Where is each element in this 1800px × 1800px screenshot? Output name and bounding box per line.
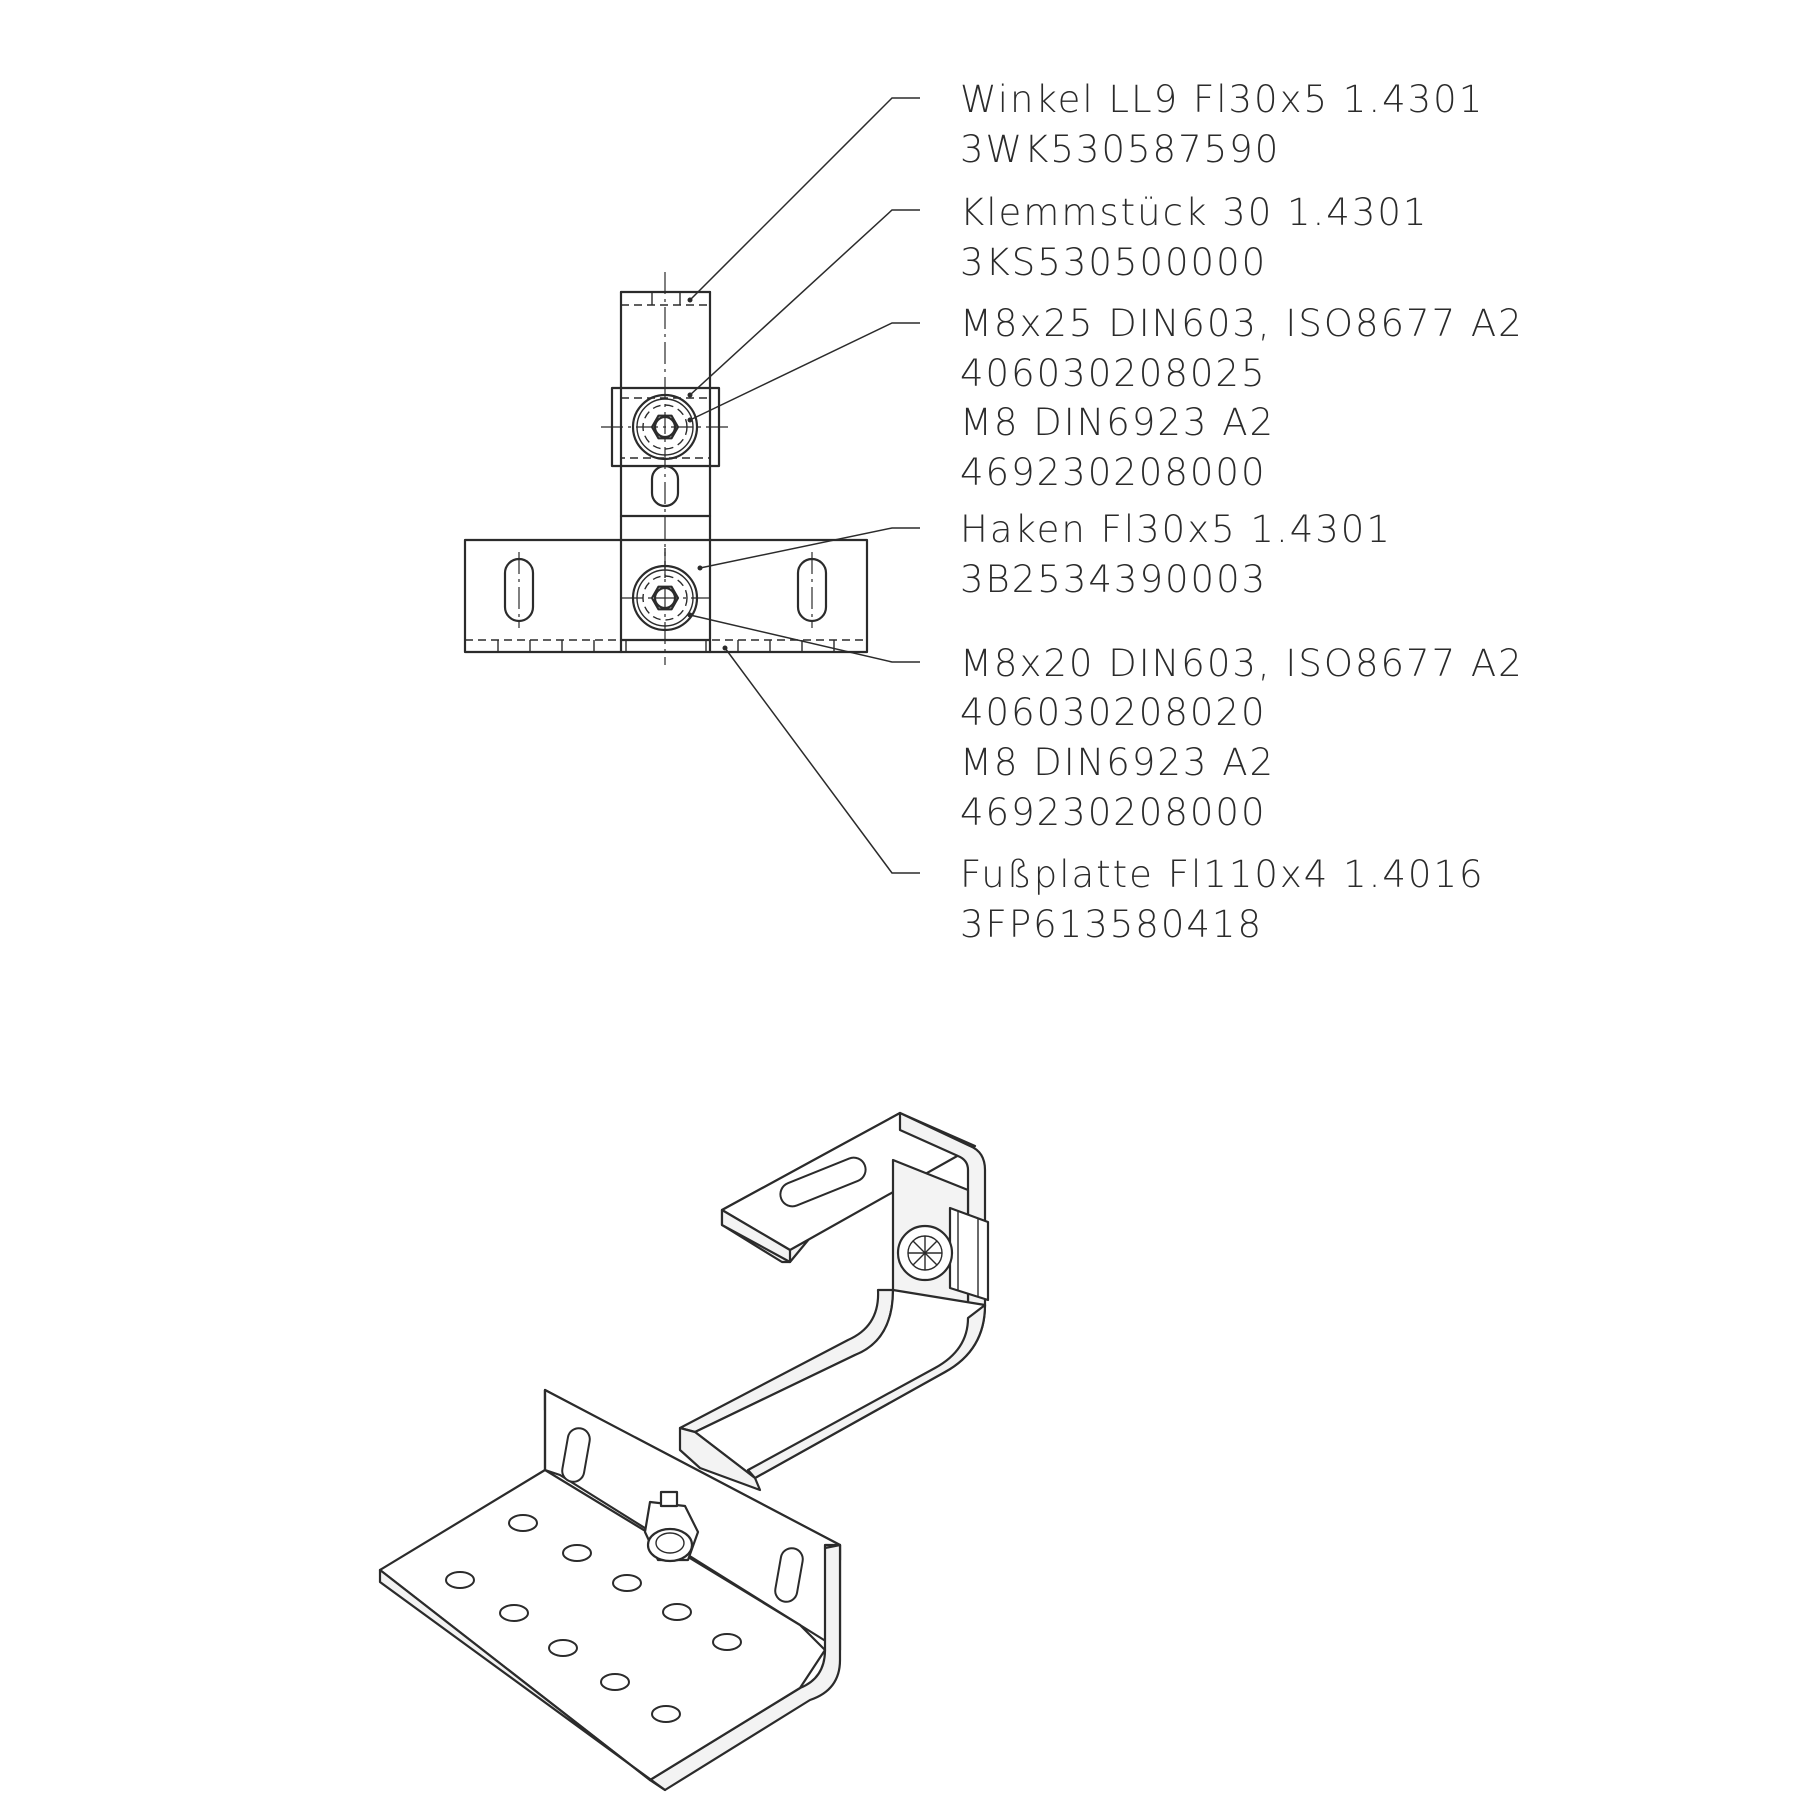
label-winkel-number: 3WK530587590 [960, 128, 1280, 171]
part-labels: Winkel LL9 Fl30x5 1.4301 3WK530587590 Kl… [960, 78, 1524, 946]
label-haken-number: 3B2534390003 [960, 558, 1267, 601]
svg-text:406030208025: 406030208025 [960, 352, 1267, 395]
svg-text:3KS530500000: 3KS530500000 [960, 241, 1267, 284]
svg-text:M8 DIN6923 A2: M8 DIN6923 A2 [960, 741, 1275, 784]
iso-floor-holes [445, 1514, 742, 1723]
front-bolt-m8x25 [631, 393, 699, 461]
label-m8x20-number: 406030208020 [960, 691, 1267, 734]
isometric-view [378, 1111, 990, 1792]
label-winkel-name: Winkel LL9 Fl30x5 1.4301 [960, 78, 1484, 121]
iso-base-plate [378, 1388, 842, 1792]
front-base-plate [463, 538, 869, 654]
iso-hook [678, 1111, 990, 1492]
svg-text:406030208020: 406030208020 [960, 691, 1267, 734]
label-m8x25-nut-number: 469230208000 [960, 451, 1267, 494]
label-m8x25-nut-name: M8 DIN6923 A2 [960, 401, 1275, 444]
front-bolt-m8x20 [621, 548, 710, 632]
iso-bolt-nut [643, 1490, 700, 1563]
svg-text:Winkel LL9 Fl30x5 1.4301: Winkel LL9 Fl30x5 1.4301 [960, 78, 1484, 121]
label-m8x25-number: 406030208025 [960, 352, 1267, 395]
svg-text:M8x25 DIN603, ISO8677 A2: M8x25 DIN603, ISO8677 A2 [960, 302, 1524, 345]
svg-text:3FP613580418: 3FP613580418 [960, 903, 1263, 946]
svg-text:Haken Fl30x5 1.4301: Haken Fl30x5 1.4301 [960, 508, 1392, 551]
label-klemmstueck-number: 3KS530500000 [960, 241, 1267, 284]
label-haken-name: Haken Fl30x5 1.4301 [960, 508, 1392, 551]
label-fussplatte-number: 3FP613580418 [960, 903, 1263, 946]
svg-text:M8 DIN6923 A2: M8 DIN6923 A2 [960, 401, 1275, 444]
label-m8x20-name: M8x20 DIN603, ISO8677 A2 [960, 642, 1524, 685]
label-klemmstueck-name: Klemmstück 30 1.4301 [960, 191, 1428, 234]
front-clamp-piece [601, 386, 730, 508]
leader-lines [687, 97, 920, 874]
svg-text:469230208000: 469230208000 [960, 451, 1267, 494]
svg-text:3WK530587590: 3WK530587590 [960, 128, 1280, 171]
svg-text:3B2534390003: 3B2534390003 [960, 558, 1267, 601]
label-fussplatte-name: Fußplatte Fl110x4 1.4016 [960, 853, 1485, 896]
svg-text:Fußplatte Fl110x4 1.4016: Fußplatte Fl110x4 1.4016 [960, 853, 1485, 896]
svg-text:Klemmstück 30 1.4301: Klemmstück 30 1.4301 [960, 191, 1428, 234]
front-hook-strip [619, 272, 712, 665]
label-m8x20-nut-number: 469230208000 [960, 791, 1267, 834]
svg-text:469230208000: 469230208000 [960, 791, 1267, 834]
svg-text:M8x20 DIN603, ISO8677 A2: M8x20 DIN603, ISO8677 A2 [960, 642, 1524, 685]
label-m8x20-nut-name: M8 DIN6923 A2 [960, 741, 1275, 784]
label-m8x25-name: M8x25 DIN603, ISO8677 A2 [960, 302, 1524, 345]
front-view [463, 97, 920, 874]
